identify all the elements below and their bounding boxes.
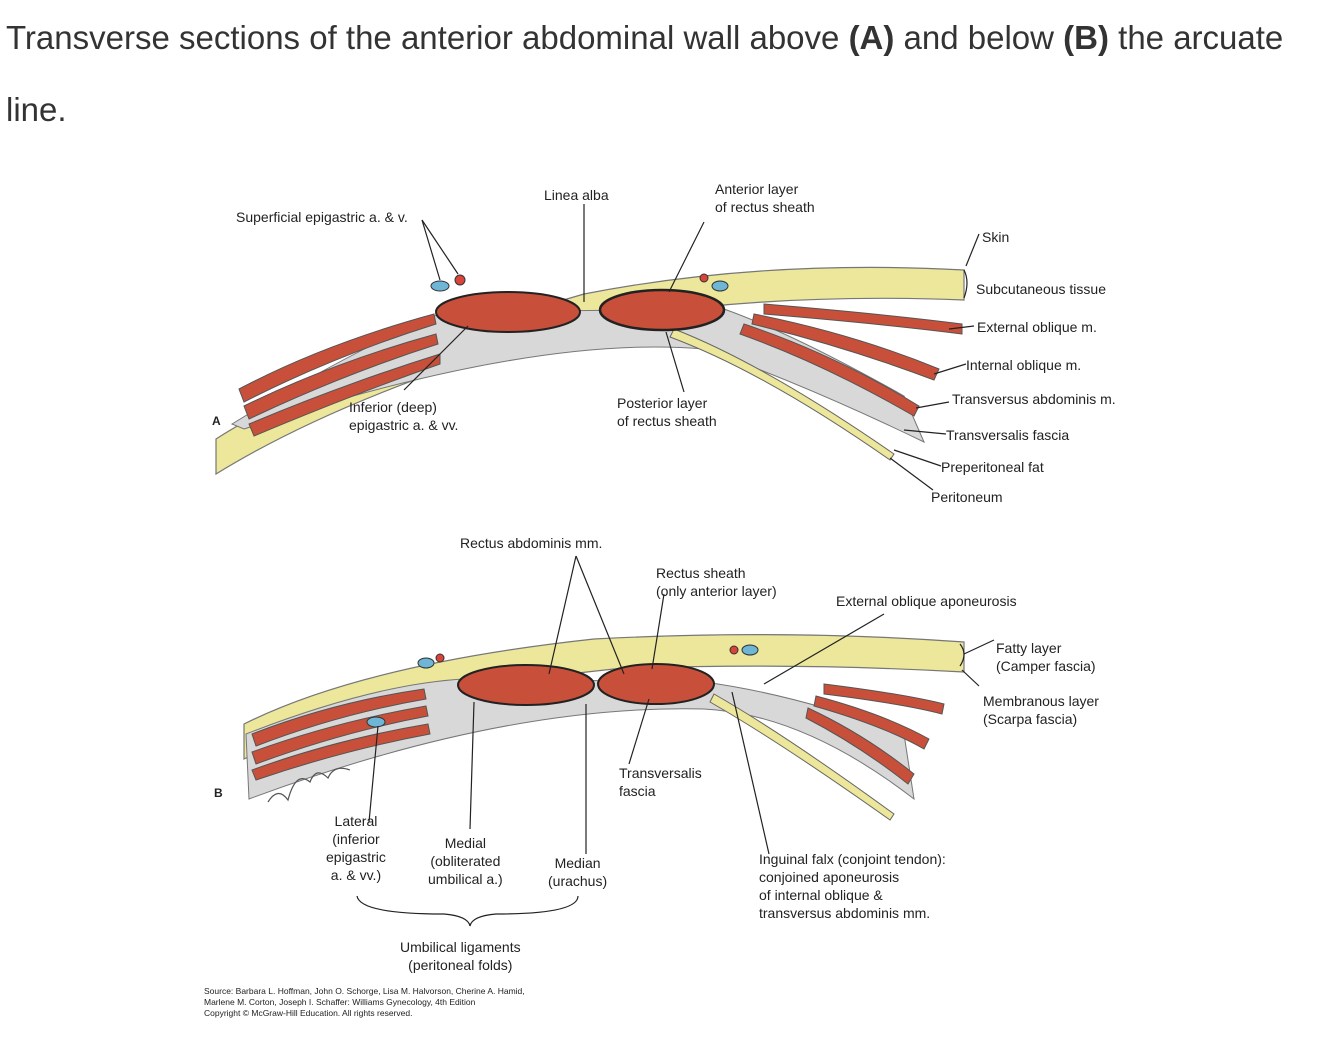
lateral-vessel-b — [366, 716, 386, 728]
label-membranous-layer: Membranous layer(Scarpa fascia) — [983, 693, 1099, 727]
figure-caption: Transverse sections of the anterior abdo… — [6, 2, 1316, 146]
label-external-oblique: External oblique m. — [977, 319, 1097, 335]
label-inguinal-falx: Inguinal falx (conjoint tendon):conjoine… — [759, 851, 946, 921]
label-median-ligament: Median(urachus) — [548, 855, 608, 889]
caption-text: and below — [894, 19, 1064, 56]
rectus-right-a — [598, 288, 726, 332]
artery-a — [454, 274, 466, 286]
right-internal-oblique-a — [751, 313, 940, 381]
anatomy-illustration — [215, 204, 995, 927]
right-external-oblique-a — [763, 303, 963, 335]
label-inferior-epigastric: Inferior (deep)epigastric a. & vv. — [349, 399, 459, 433]
panel-b-letter: B — [214, 786, 223, 800]
left-ext-oblique-b — [251, 688, 427, 747]
caption-panel-b: (B) — [1063, 19, 1109, 56]
label-subcutaneous: Subcutaneous tissue — [976, 281, 1106, 297]
right-transversus-a — [739, 323, 920, 417]
internal-oblique-a — [243, 333, 439, 420]
label-peritoneum: Peritoneum — [931, 489, 1003, 505]
external-oblique-a — [238, 313, 437, 403]
caption-panel-a: (A) — [848, 19, 895, 56]
peritoneum-a — [669, 328, 895, 461]
label-umbilical-ligaments: Umbilical ligaments(peritoneal folds) — [400, 939, 521, 973]
rectus-right-b — [597, 663, 715, 705]
vein-a2 — [711, 280, 729, 292]
right-transversus-b — [805, 707, 915, 785]
section-a-drawing — [215, 204, 980, 491]
caption-text: Transverse sections of the anterior abdo… — [6, 19, 849, 56]
label-rectus-abdominis: Rectus abdominis mm. — [460, 535, 603, 551]
transversus-a — [248, 353, 441, 437]
artist-signature — [267, 767, 351, 803]
artery-a2 — [699, 273, 709, 283]
left-transversus-b — [251, 723, 431, 781]
caption-text: the arcuate line. — [6, 19, 1284, 128]
label-skin: Skin — [982, 229, 1010, 245]
rectus-left-a — [435, 291, 581, 333]
right-int-oblique-b — [813, 695, 930, 750]
label-rectus-sheath: Rectus sheath(only anterior layer) — [656, 565, 777, 599]
rectus-left-b — [457, 664, 595, 706]
label-internal-oblique: Internal oblique m. — [966, 357, 1082, 373]
label-transversus: Transversus abdominis m. — [952, 391, 1116, 407]
label-fatty-layer: Fatty layer(Camper fascia) — [996, 640, 1096, 674]
vein-b2 — [741, 644, 759, 656]
peritoneum-b — [709, 693, 895, 821]
label-superficial-epigastric: Superficial epigastric a. & v. — [236, 209, 408, 225]
vein-a — [430, 280, 450, 292]
artery-b — [435, 653, 445, 663]
vein-b — [417, 657, 435, 669]
anatomy-figure: A B Superficial epigastric a. & v. Linea… — [204, 174, 1134, 1024]
label-preperitoneal: Preperitoneal fat — [941, 459, 1044, 475]
label-transversalis-fascia: Transversalis fascia — [946, 427, 1070, 443]
label-linea-alba: Linea alba — [544, 187, 609, 203]
artery-b2 — [729, 645, 739, 655]
label-external-oblique-aponeurosis: External oblique aponeurosis — [836, 593, 1017, 609]
right-ext-oblique-b — [823, 683, 945, 715]
source-citation: Source: Barbara L. Hoffman, John O. Scho… — [204, 986, 525, 1018]
panel-a-letter: A — [212, 414, 221, 428]
section-b-drawing — [243, 555, 995, 927]
